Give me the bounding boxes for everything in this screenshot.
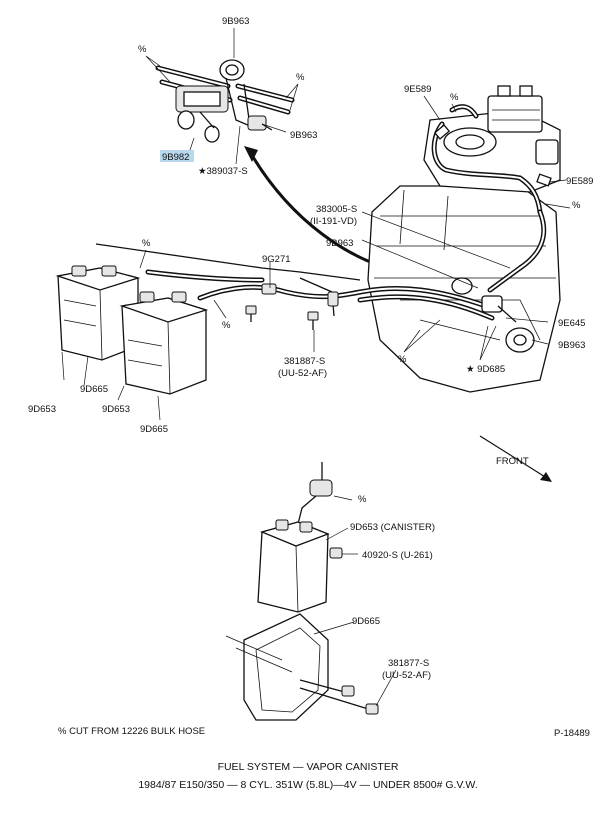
engine-block — [367, 85, 561, 393]
detail-bracket-9D665 — [225, 613, 379, 721]
label-9D653-left: 9D653 — [28, 404, 56, 415]
label-383005-S: 383005-S — [316, 204, 357, 215]
label-9B963-top: 9B963 — [222, 16, 249, 27]
leader-lines — [61, 28, 571, 707]
label-381887-S-spec: (UU-52-AF) — [278, 368, 327, 379]
label-percent-engine-1: % — [450, 92, 459, 103]
label-percent-lower: % — [398, 354, 407, 365]
label-381877-S: 381877-S — [388, 658, 429, 669]
engine-vapor-hoses — [431, 104, 552, 293]
bulk-hose-note: % CUT FROM 12226 BULK HOSE — [58, 726, 205, 737]
label-9D653-mid: 9D653 — [102, 404, 130, 415]
label-percent-detail: % — [358, 494, 367, 505]
label-front: FRONT — [496, 456, 529, 467]
label-9E589-right: 9E589 — [566, 176, 593, 187]
label-381877-S-spec: (UU-52-AF) — [382, 670, 431, 681]
label-9D665-detail: 9D665 — [352, 616, 380, 627]
caption-title: FUEL SYSTEM — VAPOR CANISTER — [218, 761, 399, 773]
label-percent-top-right: % — [296, 72, 305, 83]
label-percent-engine-2: % — [572, 200, 581, 211]
vapor-line-9G271 — [95, 243, 517, 323]
hose-clip-assembly — [155, 59, 295, 143]
canister-left-9D653 — [55, 265, 141, 361]
label-percent-clip: % — [222, 320, 231, 331]
highlight-9B982 — [160, 150, 194, 162]
label-9D653-canister: 9D653 (CANISTER) — [350, 522, 435, 533]
label-9D685: ★ 9D685 — [466, 364, 505, 375]
detail-canister — [257, 462, 353, 613]
label-9E645: 9E645 — [558, 318, 585, 329]
label-9E589-top: 9E589 — [404, 84, 431, 95]
canister-right-9D653 — [119, 291, 209, 395]
label-9B982: 9B982 — [162, 152, 189, 163]
label-9D665-mid: 9D665 — [140, 424, 168, 435]
label-383005-S-spec: (II-191-VD) — [310, 216, 357, 227]
label-9B963-mid: 9B963 — [326, 238, 353, 249]
bolt-381887 — [307, 311, 319, 330]
label-9D665-left: 9D665 — [80, 384, 108, 395]
front-arrow — [479, 435, 552, 482]
label-381887-S: 381887-S — [284, 356, 325, 367]
label-9B963-right: 9B963 — [290, 130, 317, 141]
label-389037-S: ★389037-S — [198, 166, 248, 177]
plate-number: P-18489 — [554, 728, 590, 739]
label-40920-S: 40920-S (U-261) — [362, 550, 433, 561]
label-percent-canister-hose: % — [142, 238, 151, 249]
bolt-left — [245, 305, 257, 322]
label-9B963-lower: 9B963 — [558, 340, 585, 351]
label-9G271: 9G271 — [262, 254, 291, 265]
caption-subtitle: 1984/87 E150/350 — 8 CYL. 351W (5.8L)—4V… — [138, 779, 477, 791]
label-percent-top-left: % — [138, 44, 147, 55]
